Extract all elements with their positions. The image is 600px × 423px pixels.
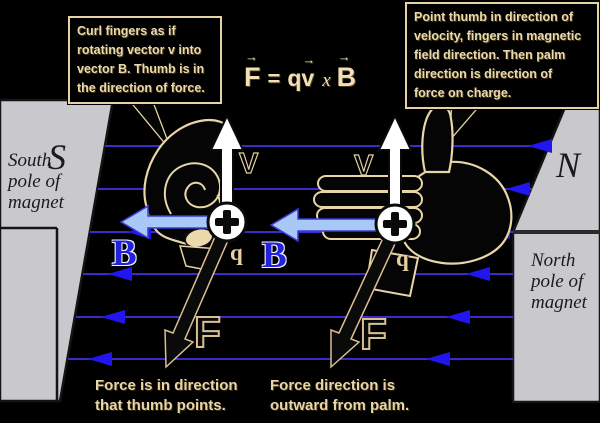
callout-text: Point thumb in direction of (414, 10, 574, 24)
finger-shape (313, 191, 423, 208)
formula-F: → F (244, 49, 261, 92)
callout-text: force on charge. (414, 86, 512, 100)
vector-arrow-icon: → (245, 49, 258, 64)
curled-fingers-line (163, 162, 222, 215)
field-arrowhead-icon (101, 310, 125, 324)
velocity-arrows (209, 113, 413, 211)
open-hand (313, 104, 513, 298)
left-caption: Force is in direction that thumb points. (95, 377, 238, 414)
force-arrows (164, 221, 402, 369)
force-arrow-left (164, 221, 234, 369)
force-label-left: F (193, 307, 222, 358)
left-callout-box: Curl fingers as if rotating vector v int… (68, 16, 222, 104)
callout-text: vector B. Thumb is in (77, 62, 205, 76)
right-callout-box: Point thumb in direction of velocity, fi… (405, 2, 599, 109)
formula-cross: x (322, 70, 331, 91)
field-label-left: B (112, 233, 137, 274)
field-arrowhead-icon (446, 310, 470, 324)
callout-text: direction is direction of (414, 67, 553, 81)
formula-equals: = (267, 66, 281, 91)
force-label-right: F (359, 309, 388, 360)
callout-text: field direction. Then palm (414, 48, 566, 62)
charge-label-right: q (396, 246, 409, 271)
field-arrowhead-icon (528, 139, 552, 153)
field-label-right: B (262, 235, 287, 276)
callout-text: rotating vector v into (77, 43, 202, 57)
force-arrow-right (330, 223, 402, 369)
velocity-label-right: V (353, 149, 374, 182)
field-arrowhead-icon (466, 267, 490, 281)
plus-icon (223, 210, 231, 234)
velocity-label-left: V (238, 147, 259, 180)
formula-B: → B (336, 49, 357, 92)
formula: → F = q → v x → B (244, 49, 357, 93)
field-arrowhead-icon (88, 352, 112, 366)
south-pole-label: South pole of magnet (8, 150, 64, 213)
field-arrowhead-icon (426, 352, 450, 366)
field-arrowhead-icon (506, 182, 530, 196)
callout-text: velocity, fingers in magnetic (414, 29, 582, 43)
callout-text: Curl fingers as if (77, 24, 176, 38)
charge-label-left: q (230, 240, 243, 265)
north-pole-label: North pole of magnet (531, 250, 587, 313)
right-caption: Force direction is outward from palm. (270, 377, 410, 414)
field-arrowhead-icon (108, 267, 132, 281)
north-pole-symbol: N (556, 145, 581, 185)
formula-q: q (287, 65, 302, 91)
thumb-up-shape (421, 104, 454, 174)
callout-text: the direction of force. (77, 81, 205, 95)
plus-icon (391, 212, 399, 236)
vector-arrow-icon: → (337, 49, 351, 64)
charges (206, 201, 416, 245)
south-pole-symbol: S (48, 137, 66, 177)
vector-arrow-icon: → (302, 52, 316, 67)
formula-v: → v (301, 52, 316, 91)
